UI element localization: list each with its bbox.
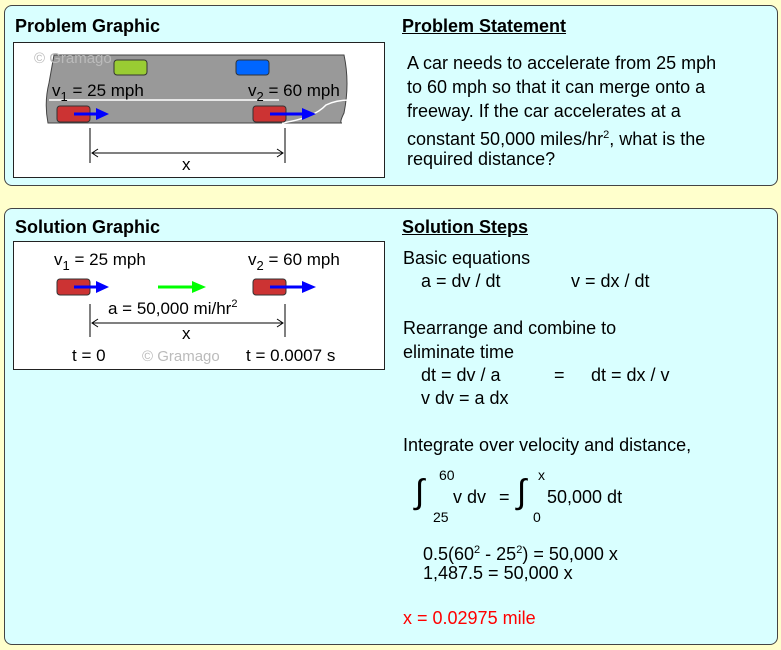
step-heading: eliminate time — [403, 342, 515, 362]
solution-graphic: © Gramago v1 = 25 mph v2 = 60 mph a = 50… — [13, 241, 385, 370]
solution-diagram — [56, 278, 316, 337]
distance-label: x — [182, 155, 191, 174]
result-line-1: 0.5(602 - 252) = 50,000 x — [423, 539, 618, 565]
integrand: 50,000 dt — [547, 487, 623, 507]
time-start: t = 0 — [72, 346, 106, 365]
result-text: - 25 — [480, 544, 517, 564]
equation: = — [554, 365, 565, 385]
statement-text: constant 50,000 miles/hr — [407, 129, 604, 149]
distance-dimension — [89, 304, 286, 337]
result-text: 0.5(60 — [423, 544, 475, 564]
acceleration-arrow — [158, 281, 206, 293]
equation: a = dv / dt — [421, 271, 501, 291]
problem-statement-title: Problem Statement — [402, 16, 567, 36]
v2-label: v2 = 60 mph — [248, 250, 340, 273]
step-heading: Rearrange and combine to — [403, 318, 617, 338]
v2-symbol: v — [248, 250, 257, 269]
v1-value: = 25 mph — [67, 81, 144, 100]
v2-value: = 60 mph — [263, 250, 340, 269]
result-text: ) = 50,000 x — [522, 544, 618, 564]
velocity-arrow-1 — [74, 108, 109, 120]
superscript: 2 — [474, 544, 481, 556]
watermark: © Gramago — [34, 50, 112, 67]
v1-subscript: 1 — [60, 89, 68, 104]
v1-label: v1 = 25 mph — [54, 250, 146, 273]
equation: dt = dv / a — [421, 365, 501, 385]
statement-line: constant 50,000 miles/hr2, what is the — [407, 124, 705, 150]
integral-upper: 60 — [439, 467, 455, 483]
v1-subscript: 1 — [62, 258, 70, 273]
step-heading: Integrate over velocity and distance, — [403, 435, 692, 455]
statement-line: to 60 mph so that it can merge onto a — [407, 77, 706, 97]
v1-value: = 25 mph — [69, 250, 146, 269]
integral-sign: ∫ — [415, 473, 425, 511]
green-car — [113, 59, 148, 76]
integral-lower: 25 — [433, 509, 449, 525]
watermark: © Gramago — [142, 348, 220, 365]
solution-panel: Solution Graphic © Gramago v1 = 25 mph v… — [4, 208, 778, 645]
equation: v = dx / dt — [571, 271, 650, 291]
v2-symbol: v — [248, 81, 257, 100]
problem-panel: Problem Graphic © Gramago v1 = 25 mph v2… — [4, 5, 778, 186]
result-line-2: 1,487.5 = 50,000 x — [423, 563, 573, 583]
problem-graphic: © Gramago v1 = 25 mph v2 = 60 mph x — [13, 42, 385, 178]
road-diagram — [45, 54, 351, 163]
accel-text: a = 50,000 mi/hr — [108, 299, 232, 318]
acceleration-label: a = 50,000 mi/hr2 — [108, 298, 237, 319]
time-end: t = 0.0007 s — [246, 346, 336, 365]
integral-sign: ∫ — [517, 473, 527, 511]
v2-value: = 60 mph — [263, 81, 340, 100]
distance-label: x — [182, 324, 191, 343]
problem-graphic-title: Problem Graphic — [15, 16, 161, 36]
superscript: 2 — [603, 129, 610, 141]
solution-graphic-title: Solution Graphic — [15, 217, 161, 237]
v2-subscript: 2 — [256, 258, 264, 273]
blue-car — [235, 59, 270, 76]
v1-symbol: v — [54, 250, 63, 269]
final-answer: x = 0.02975 mile — [403, 608, 536, 628]
v2-label: v2 = 60 mph — [248, 81, 340, 104]
v2-subscript: 2 — [256, 89, 264, 104]
statement-line: required distance? — [407, 149, 556, 169]
superscript: 2 — [516, 544, 523, 556]
velocity-arrow-2 — [270, 281, 316, 293]
equals: = — [499, 487, 510, 507]
velocity-arrow-1 — [74, 281, 109, 293]
v1-symbol: v — [52, 81, 61, 100]
integral-upper: x — [538, 467, 545, 483]
statement-line: A car needs to accelerate from 25 mph — [407, 53, 717, 73]
equation: dt = dx / v — [591, 365, 670, 385]
statement-text: , what is the — [609, 129, 706, 149]
distance-dimension — [89, 128, 286, 163]
merge-line — [281, 99, 351, 124]
velocity-arrow-2 — [270, 108, 316, 120]
integral-lower: 0 — [533, 509, 541, 525]
step-heading: Basic equations — [403, 248, 531, 268]
solution-steps-title: Solution Steps — [402, 217, 528, 237]
integrand: v dv — [453, 487, 487, 507]
v1-label: v1 = 25 mph — [52, 81, 144, 104]
statement-line: freeway. If the car accelerates at a — [407, 101, 681, 121]
equation: v dv = a dx — [421, 388, 509, 408]
superscript: 2 — [231, 298, 238, 310]
